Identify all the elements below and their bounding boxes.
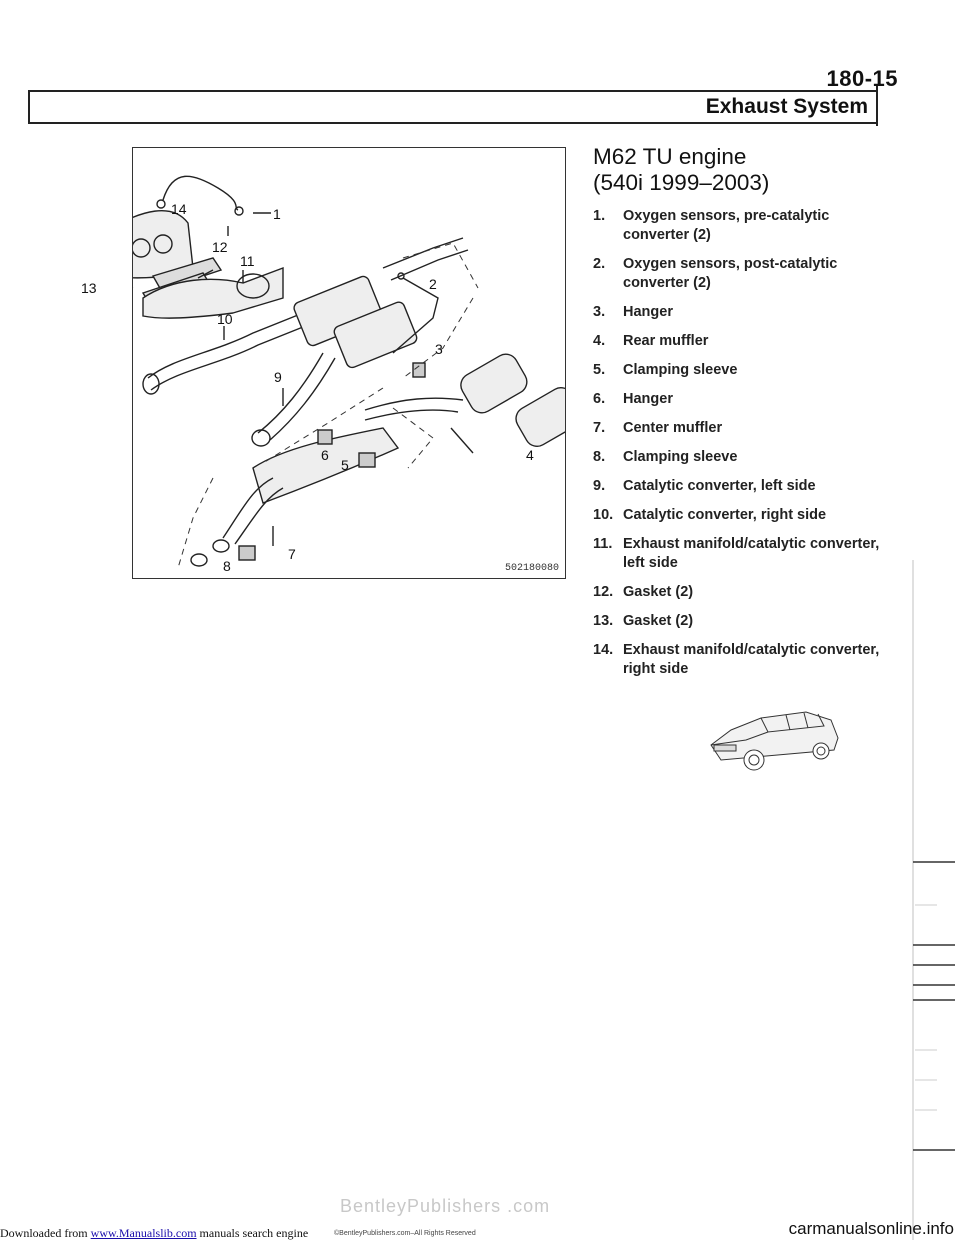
part-number: 7. — [593, 420, 606, 436]
margin-registration-marks — [912, 560, 955, 1240]
part-number: 6. — [593, 391, 606, 407]
part-number: 13. — [593, 613, 614, 629]
part-description: Exhaust manifold/catalytic converter, ri… — [623, 642, 880, 677]
footer-prefix: Downloaded from — [0, 1226, 91, 1240]
section-header-bar: Exhaust System — [28, 86, 878, 126]
part-description: Gasket (2) — [623, 613, 694, 629]
parts-list: 1. Oxygen sensors, pre-catalytic converte… — [593, 207, 883, 689]
part-number: 3. — [593, 304, 606, 320]
part-description: Gasket (2) — [623, 584, 694, 600]
part-description: Oxygen sensors, post-catalytic converter… — [623, 256, 838, 291]
callout-9: 9 — [274, 369, 282, 385]
footer-watermark: BentleyPublishers .com — [340, 1196, 551, 1216]
callout-13: 13 — [81, 280, 97, 296]
callout-5: 5 — [341, 457, 349, 473]
list-item: 2. Oxygen sensors, post-catalytic convert… — [593, 255, 883, 293]
callout-14: 14 — [171, 201, 187, 217]
part-description: Exhaust manifold/catalytic converter, le… — [623, 536, 880, 571]
page-number: 180-15 — [826, 66, 898, 91]
list-item: 9. Catalytic converter, left side — [593, 477, 883, 496]
part-description: Catalytic converter, left side — [623, 478, 816, 494]
callout-8: 8 — [223, 558, 231, 574]
list-item: 10. Catalytic converter, right side — [593, 506, 883, 525]
part-description: Hanger — [623, 391, 673, 407]
footer-download-note: Downloaded from www.Manualslib.com manua… — [0, 1226, 308, 1241]
part-number: 14. — [593, 642, 614, 658]
list-item: 4. Rear muffler — [593, 332, 883, 351]
callout-2: 2 — [429, 276, 437, 292]
section-title: Exhaust System — [705, 95, 868, 118]
part-number: 11. — [593, 536, 613, 552]
part-number: 10. — [593, 507, 614, 523]
exhaust-system-diagram: 1 2 3 4 5 6 7 8 9 10 11 12 13 14 5021800… — [81, 147, 566, 579]
part-number: 1. — [593, 208, 606, 224]
callout-10: 10 — [217, 311, 233, 327]
callout-7: 7 — [288, 546, 296, 562]
part-number: 4. — [593, 333, 606, 349]
list-item: 12. Gasket (2) — [593, 583, 883, 602]
part-description: Catalytic converter, right side — [623, 507, 827, 523]
manualslib-link[interactable]: www.Manualslib.com — [90, 1226, 197, 1240]
part-number: 12. — [593, 584, 614, 600]
exhaust-diagram-drawing — [133, 175, 565, 569]
part-description: Clamping sleeve — [623, 449, 738, 465]
car-icon — [710, 711, 839, 771]
list-item: 3. Hanger — [593, 303, 883, 322]
part-number: 8. — [593, 449, 606, 465]
part-description: Center muffler — [623, 420, 723, 436]
callout-12: 12 — [212, 239, 228, 255]
engine-heading-line1: M62 TU engine — [593, 144, 747, 169]
figure-code: 502180080 — [504, 563, 559, 574]
engine-heading: M62 TU engine (540i 1999–2003) — [593, 144, 893, 196]
callout-6: 6 — [321, 447, 329, 463]
callout-11: 11 — [240, 253, 255, 269]
footer-suffix: manuals search engine — [196, 1226, 309, 1240]
part-description: Rear muffler — [623, 333, 709, 349]
callout-3: 3 — [435, 341, 443, 357]
list-item: 7. Center muffler — [593, 419, 883, 438]
part-number: 9. — [593, 478, 606, 494]
list-item: 14. Exhaust manifold/catalytic converter,… — [593, 641, 883, 679]
part-description: Oxygen sensors, pre-catalytic converter … — [623, 208, 830, 243]
part-number: 2. — [593, 256, 606, 272]
sensor-wire-1 — [162, 175, 239, 211]
callout-4: 4 — [526, 447, 534, 463]
part-number: 5. — [593, 362, 606, 378]
footer-copyright: ©BentleyPublishers.com–All Rights Reserv… — [334, 1230, 476, 1237]
callout-1: 1 — [273, 206, 281, 222]
list-item: 11. Exhaust manifold/catalytic converter,… — [593, 535, 883, 573]
list-item: 8. Clamping sleeve — [593, 448, 883, 467]
header-bar-divider — [876, 86, 878, 126]
list-item: 13. Gasket (2) — [593, 612, 883, 631]
list-item: 1. Oxygen sensors, pre-catalytic converte… — [593, 207, 883, 245]
list-item: 5. Clamping sleeve — [593, 361, 883, 380]
footer-site-watermark: carmanualsonline.info — [788, 1219, 954, 1238]
engine-heading-line2: (540i 1999–2003) — [593, 170, 770, 195]
part-description: Clamping sleeve — [623, 362, 738, 378]
part-description: Hanger — [623, 304, 673, 320]
list-item: 6. Hanger — [593, 390, 883, 409]
